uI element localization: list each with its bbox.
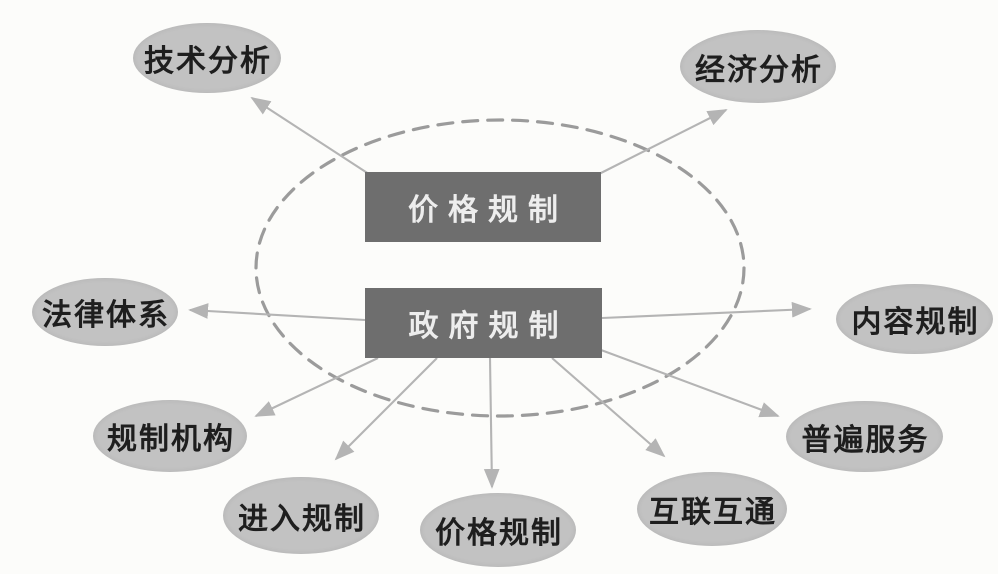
node-economic-analysis-label: 经济分析: [695, 53, 823, 87]
node-regulatory-agency-label: 规制机构: [107, 423, 235, 456]
arrow-to-legal-system: [188, 303, 366, 322]
node-content-regulation-label: 内容规制: [851, 306, 980, 339]
node-entry-regulation: 进入规制: [223, 477, 379, 554]
arrow-to-content-regulation: [601, 301, 812, 320]
arrow-to-regulatory-agency: [254, 357, 379, 417]
node-legal-system: 法律体系: [32, 278, 178, 346]
node-universal-service: 普遍服务: [786, 401, 943, 472]
arrow-to-price-regulation-bottom: [483, 357, 500, 489]
center-box-price-regulation-label: 价格规制: [408, 194, 568, 227]
arrow-to-entry-regulation: [334, 357, 438, 461]
node-entry-regulation-label: 进入规制: [238, 502, 366, 536]
node-regulatory-agency: 规制机构: [93, 400, 247, 472]
center-box-government-regulation: 政府规制: [365, 288, 602, 358]
node-technical-analysis: 技术分析: [133, 23, 281, 93]
dashed-boundary-ellipse: [254, 118, 746, 418]
node-interconnection: 互联互通: [637, 472, 787, 546]
arrow-to-interconnection: [551, 357, 666, 458]
node-interconnection-label: 互联互通: [649, 496, 777, 529]
node-price-regulation-bottom-label: 价格规制: [435, 517, 563, 550]
arrow-to-economic-analysis: [596, 109, 728, 176]
node-legal-system-label: 法律体系: [42, 299, 170, 332]
node-price-regulation-bottom: 价格规制: [420, 493, 576, 567]
node-content-regulation: 内容规制: [836, 284, 993, 354]
node-universal-service-label: 普遍服务: [801, 423, 930, 457]
arrow-to-technical-analysis: [250, 96, 373, 177]
node-economic-analysis: 经济分析: [680, 30, 836, 103]
arrow-to-universal-service: [600, 349, 780, 418]
node-technical-analysis-label: 技术分析: [144, 45, 272, 78]
center-box-price-regulation: 价格规制: [365, 172, 601, 242]
center-box-government-regulation-label: 政府规制: [408, 310, 569, 343]
